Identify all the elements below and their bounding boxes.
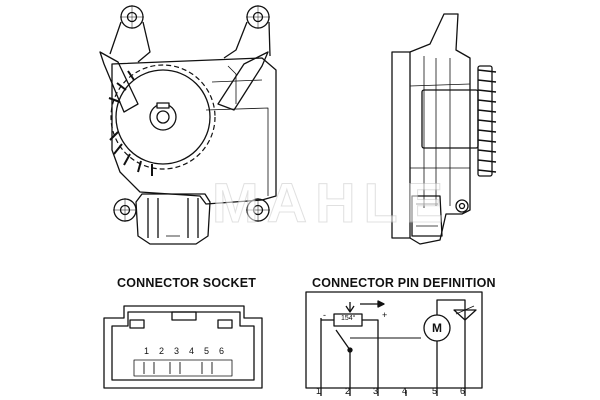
potentiometer-label: 154° [341, 315, 356, 322]
potentiometer-wiper [345, 302, 355, 313]
actuator-housing [111, 57, 277, 205]
socket-pin-1-label: 1 [144, 346, 150, 356]
schematic-pin-6-label: 6 [460, 386, 466, 396]
schematic-pin-2-label: 2 [345, 386, 351, 396]
socket-pin-5-label: 5 [204, 346, 210, 356]
schematic-pin-3-label: 3 [373, 386, 379, 396]
socket-latch-right [217, 319, 233, 329]
connector-socket-title: CONNECTOR SOCKET [117, 276, 257, 290]
side-housing [409, 13, 471, 245]
socket-pin-row [133, 359, 233, 377]
socket-latch-left [129, 319, 145, 329]
connector-pin-definition-title: CONNECTOR PIN DEFINITION [312, 276, 496, 290]
actuator-side-view [391, 13, 497, 245]
plus-sign-label: + [382, 310, 388, 320]
top-left-arm [109, 21, 151, 63]
top-left-bracket [99, 51, 139, 113]
actuator-front-view [99, 5, 277, 245]
schematic-pin-5-label: 5 [432, 386, 438, 396]
front-connector-block [135, 193, 211, 245]
gear-shaft [156, 110, 170, 124]
top-right-arm [223, 21, 271, 59]
top-right-bracket [217, 51, 269, 111]
side-connector [411, 195, 443, 237]
motor-label: M [432, 321, 442, 335]
potentiometer-leads [321, 319, 379, 326]
socket-pin-4-label: 4 [189, 346, 195, 356]
pin-leads [320, 318, 466, 396]
schematic-pin-1-label: 1 [316, 386, 322, 396]
socket-pin-2-label: 2 [159, 346, 165, 356]
socket-inner-shell [111, 311, 255, 381]
pin-definition-schematic [305, 291, 483, 396]
side-gear [477, 65, 497, 177]
socket-pin-6-label: 6 [219, 346, 225, 356]
schematic-pin-4-label: 4 [402, 386, 408, 396]
socket-key [171, 311, 197, 321]
side-plate [391, 51, 411, 239]
minus-sign-label: - [323, 310, 326, 320]
socket-outer-shell [103, 305, 263, 389]
schematic-frame [305, 291, 483, 389]
socket-pin-3-label: 3 [174, 346, 180, 356]
connector-socket-drawing [103, 305, 263, 389]
output-gear [108, 64, 216, 176]
potentiometer-switch [335, 329, 351, 351]
